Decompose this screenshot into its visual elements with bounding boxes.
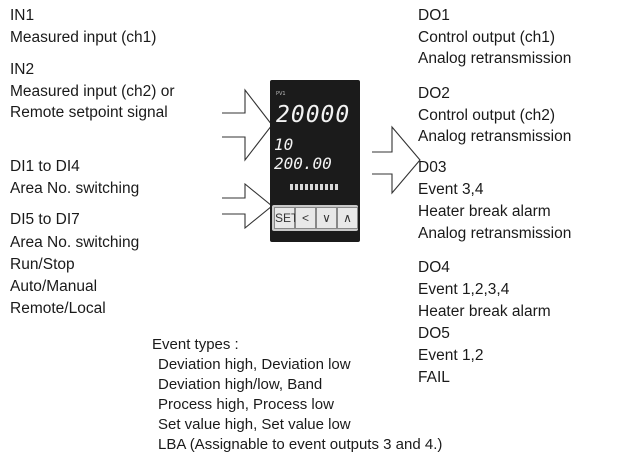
sv-display: 10 200.00: [274, 135, 358, 173]
do2-label: DO2: [418, 85, 450, 102]
up-key[interactable]: ∧: [337, 207, 358, 229]
di5-item-2: Run/Stop: [10, 256, 75, 273]
do5-label: DO5: [418, 325, 450, 342]
in2-label: IN2: [10, 61, 35, 78]
controller-device: PV1 20000 10 200.00 SET < ∨ ∧: [270, 80, 360, 242]
di1-description: Area No. switching: [10, 180, 140, 197]
di5-item-4: Remote/Local: [10, 300, 106, 317]
pv-indicator: PV1: [276, 91, 286, 97]
do4-label: DO4: [418, 259, 450, 276]
event-types-heading: Event types :: [152, 336, 239, 353]
sv-channel: 10: [274, 135, 294, 154]
di5-item-1: Area No. switching: [10, 234, 140, 251]
do2-line1: Control output (ch2): [418, 107, 555, 124]
do1-line2: Analog retransmission: [418, 50, 572, 67]
do3-label: D03: [418, 159, 447, 176]
shift-key[interactable]: <: [295, 207, 316, 229]
down-key[interactable]: ∨: [316, 207, 337, 229]
sv-value: 200.00: [274, 154, 332, 173]
event-type-3: Process high, Process low: [158, 396, 334, 413]
in2-description-line2: Remote setpoint signal: [10, 104, 168, 121]
di1-label: DI1 to DI4: [10, 158, 80, 175]
in1-label: IN1: [10, 7, 35, 24]
do5-line1: Event 1,2: [418, 347, 484, 364]
pv-display: 20000: [276, 102, 351, 128]
in1-description: Measured input (ch1): [10, 29, 157, 46]
do1-line1: Control output (ch1): [418, 29, 555, 46]
do3-line1: Event 3,4: [418, 181, 484, 198]
do4-line1: Event 1,2,3,4: [418, 281, 510, 298]
input-arrow-bottom: [222, 182, 273, 230]
do5-line2: FAIL: [418, 369, 450, 386]
do1-label: DO1: [418, 7, 450, 24]
event-type-4: Set value high, Set value low: [158, 416, 351, 433]
event-type-2: Deviation high/low, Band: [158, 376, 323, 393]
di5-item-3: Auto/Manual: [10, 278, 98, 295]
di5-label: DI5 to DI7: [10, 211, 80, 228]
in2-description-line1: Measured input (ch2) or: [10, 83, 175, 100]
do3-line3: Analog retransmission: [418, 225, 572, 242]
output-arrow: [372, 125, 421, 195]
event-type-1: Deviation high, Deviation low: [158, 356, 351, 373]
event-type-5: LBA (Assignable to event outputs 3 and 4…: [158, 436, 443, 453]
keypad: SET < ∨ ∧: [272, 205, 358, 231]
bargraph: [290, 184, 340, 190]
input-arrow-top: [222, 88, 273, 162]
do2-line2: Analog retransmission: [418, 128, 572, 145]
set-key[interactable]: SET: [274, 207, 298, 229]
do4-line2: Heater break alarm: [418, 303, 551, 320]
do3-line2: Heater break alarm: [418, 203, 551, 220]
